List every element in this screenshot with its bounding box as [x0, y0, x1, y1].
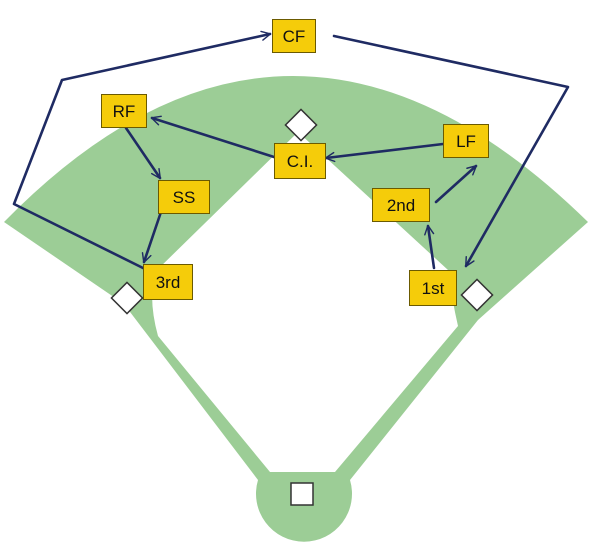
label-cf: CF [272, 19, 316, 53]
label-ss: SS [158, 180, 210, 214]
third-base [110, 281, 144, 315]
arrow-1st-to-2nd [424, 224, 436, 270]
arrow-ss-to-3rd [141, 204, 165, 264]
second-base [284, 108, 318, 142]
rotation-arrows [12, 30, 570, 271]
label-3rd: 3rd [143, 264, 193, 300]
label-2nd: 2nd [372, 188, 430, 222]
arrow-cf-to-1st [332, 34, 570, 268]
label-1st: 1st [409, 270, 457, 306]
arrow-2nd-to-lf [434, 164, 478, 204]
arrow-lf-to-ci [324, 142, 445, 163]
label-lf: LF [443, 124, 489, 158]
arrow-rf-to-ss [124, 126, 162, 180]
label-ci: C.I. [274, 143, 326, 179]
arrow-3rd-to-cf [12, 30, 272, 271]
label-rf: RF [101, 94, 147, 128]
home-plate [290, 482, 314, 506]
first-base [460, 278, 494, 312]
arrow-ci-to-rf [150, 115, 276, 159]
